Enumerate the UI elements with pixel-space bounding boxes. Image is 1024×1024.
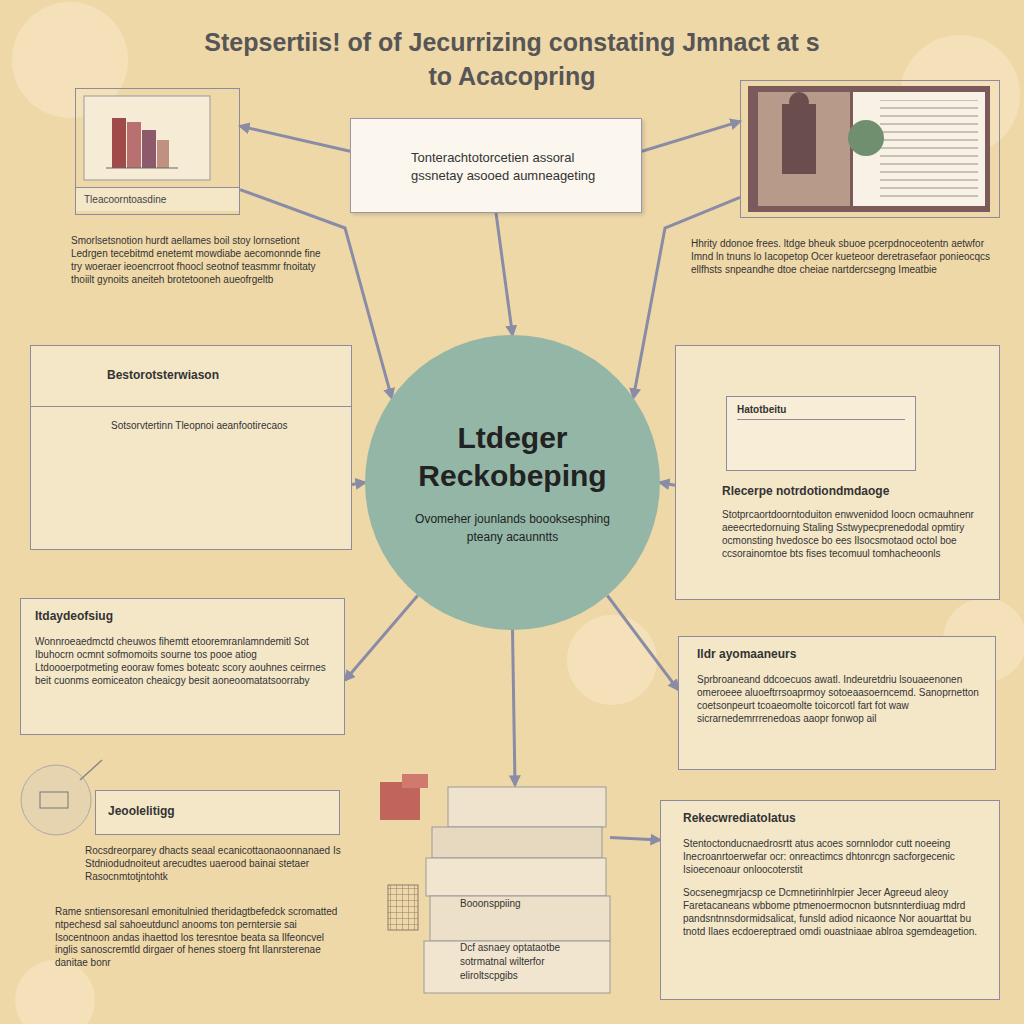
node-heading: Tonterachtotorcetien assoral gssnetay as… xyxy=(411,149,627,184)
process-box: Rlecerpe notrdotiondmdaogeStotprcaortdoo… xyxy=(675,345,1000,600)
flow-arrow xyxy=(240,126,350,151)
book-stack xyxy=(380,774,610,993)
flow-arrow xyxy=(345,595,418,680)
flow-arrow xyxy=(352,483,365,485)
book-stack-node: BooonsppiingDcf asnaey optataotbe sotrma… xyxy=(420,785,610,995)
note-text: Rame sntiensoresanl emonitulnied therida… xyxy=(55,906,345,970)
flow-arrow xyxy=(610,838,660,841)
hub-circle: Ltdeger ReckobepingOvomeher jounlands bo… xyxy=(365,335,660,630)
process-box: Ildr ayomaaneursSprbroaneand ddcoecuos a… xyxy=(678,636,996,770)
node-heading: Booonsppiing xyxy=(460,897,600,911)
node-text: Smorlsetsnotion hurdt aellames boil stoy… xyxy=(71,234,321,286)
node-text: Stotprcaortdoorntoduiton enwvenidod Iooc… xyxy=(722,508,985,560)
process-box: ItdaydeofsiugWonnroeaedmctd cheuwos fihe… xyxy=(20,598,345,735)
chart-card: TleacoorntoasdineSmorlsetsnotion hurdt a… xyxy=(75,88,240,215)
node-heading: Tleacoorntoasdine xyxy=(76,187,239,211)
node-text: Stentoctonducnaedrosrtt atus acoes sornn… xyxy=(683,837,987,876)
header-box: Jeoolelitigg xyxy=(95,790,340,835)
background-blob xyxy=(12,2,1024,1024)
flow-arrow xyxy=(607,595,678,689)
node-heading: Hatotbeitu xyxy=(737,403,905,420)
process-box: RekecwrediatolatusStentoctonducnaedrosrt… xyxy=(660,800,1000,1000)
node-text: Sprbroaneand ddcoecuos awatl. Indeuretdr… xyxy=(697,673,983,725)
flow-arrow xyxy=(496,213,513,335)
diagram-title: Stepsertiis! of of Jecurrizing constatin… xyxy=(202,26,822,94)
process-box: BestorotsterwiasonSotsorvtertinn Tleopno… xyxy=(30,345,352,550)
flow-arrow xyxy=(642,121,740,151)
flow-arrow xyxy=(660,483,675,486)
bar-chart-icon xyxy=(84,96,210,180)
flow-arrow xyxy=(513,630,516,785)
node-text: Ovomeher jounlands boooksesphing pteany … xyxy=(413,510,613,546)
node-heading: Bestorotsterwiason xyxy=(31,346,351,407)
node-heading: Hhrity ddonoe frees. ltdge bheuk sbuoe p… xyxy=(691,237,996,276)
node-heading: Ildr ayomaaneurs xyxy=(697,647,983,663)
node-heading: Itdaydeofsiug xyxy=(35,609,332,625)
inner-box: Hatotbeitu xyxy=(726,396,916,471)
small-icon xyxy=(21,760,102,835)
node-text: Dcf asnaey optataotbe sotrmatnal wilterf… xyxy=(460,941,600,983)
node-text: Wonnroeaedmctd cheuwos fihemtt etooremra… xyxy=(35,635,332,687)
node-text: Socsenegmrjacsp ce Dcmnetirinhlrpier Jec… xyxy=(683,886,987,938)
node-heading: Rlecerpe notrdotiondmdaoge xyxy=(722,484,985,500)
note-text: Rocsdreorparey dhacts seaal ecanicottaon… xyxy=(85,845,345,883)
book-card: Hhrity ddonoe frees. ltdge bheuk sbuoe p… xyxy=(740,80,1000,218)
node-heading: Jeoolelitigg xyxy=(108,804,327,820)
book-illustration xyxy=(748,86,990,212)
node-heading: Rekecwrediatolatus xyxy=(683,811,987,827)
node-heading: Ltdeger Reckobeping xyxy=(408,419,618,494)
process-box: Tonterachtotorcetien assoral gssnetay as… xyxy=(350,118,642,213)
node-text: Sotsorvtertinn Tleopnoi aeanfootirecaos xyxy=(31,407,351,444)
